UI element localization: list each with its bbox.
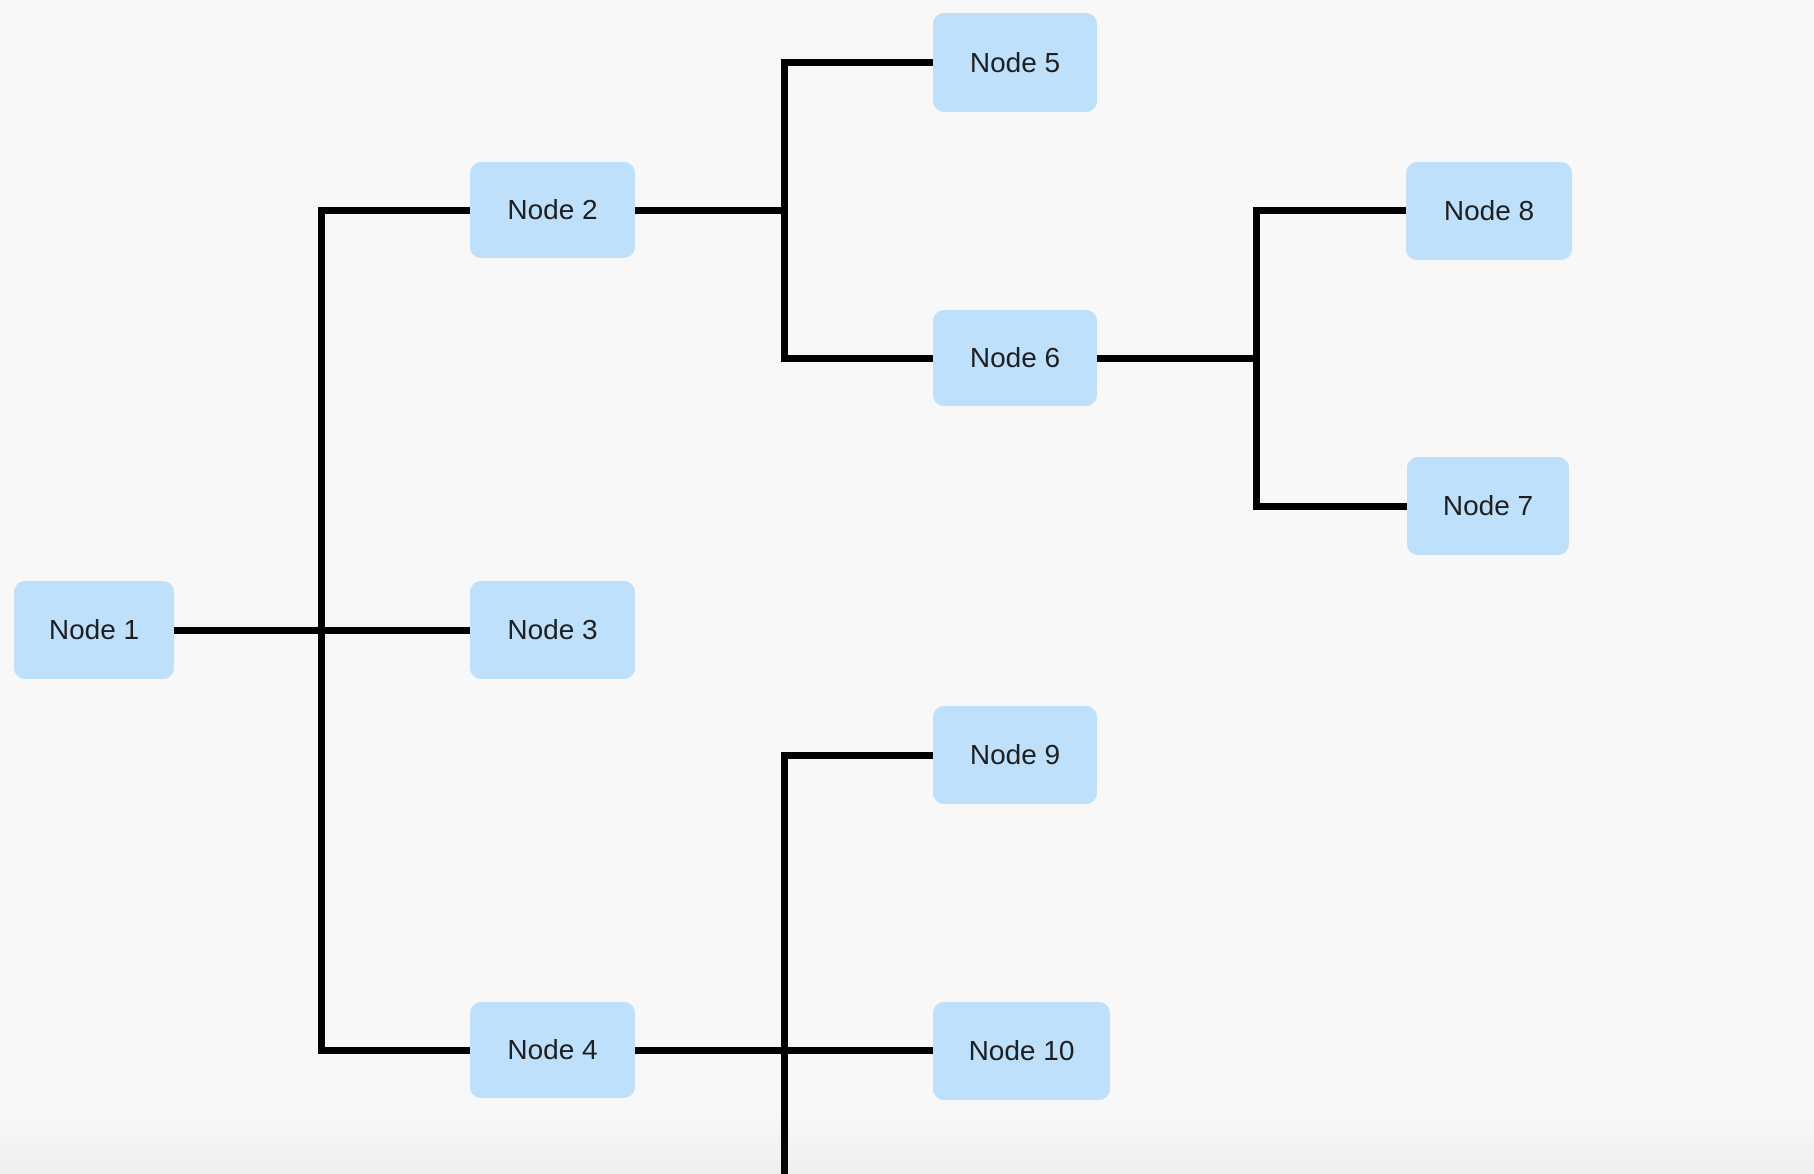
tree-edge-segment: [784, 354, 933, 362]
tree-edge-segment: [784, 751, 933, 759]
tree-edge-segment: [1097, 354, 1256, 362]
node-9[interactable]: Node 9: [933, 706, 1097, 804]
tree-edge-segment: [1256, 206, 1406, 214]
node-7[interactable]: Node 7: [1407, 457, 1569, 555]
tree-edge-segment: [635, 206, 784, 214]
tree-edge-segment: [784, 58, 933, 66]
node-5[interactable]: Node 5: [933, 13, 1097, 112]
node-2[interactable]: Node 2: [470, 162, 635, 258]
tree-edge-segment: [780, 751, 788, 1174]
node-1[interactable]: Node 1: [14, 581, 174, 679]
tree-edge-segment: [780, 58, 788, 362]
node-3[interactable]: Node 3: [470, 581, 635, 679]
tree-edge-segment: [317, 206, 325, 1054]
tree-edge-segment: [321, 206, 470, 214]
node-6[interactable]: Node 6: [933, 310, 1097, 406]
tree-edge-segment: [321, 1046, 470, 1054]
node-10[interactable]: Node 10: [933, 1002, 1110, 1100]
tree-edge-segment: [1252, 206, 1260, 510]
tree-edge-segment: [1256, 502, 1407, 510]
node-4[interactable]: Node 4: [470, 1002, 635, 1098]
node-8[interactable]: Node 8: [1406, 162, 1572, 260]
